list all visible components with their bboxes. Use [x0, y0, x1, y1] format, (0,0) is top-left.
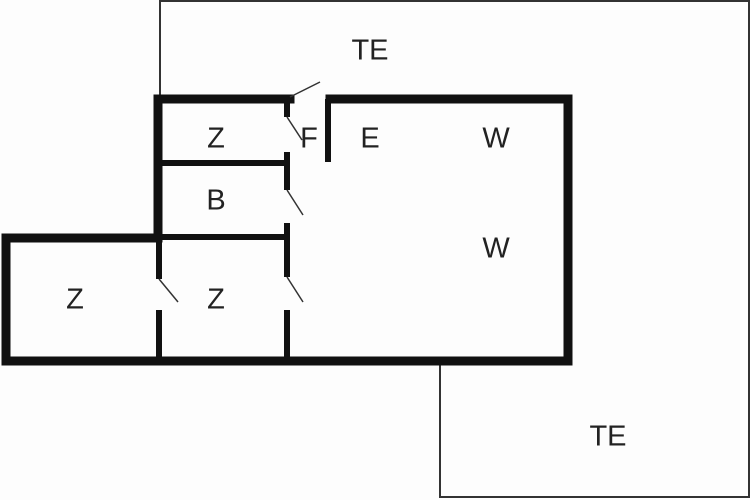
label-room-w-mid: W [482, 233, 510, 265]
door-swings [158, 81, 321, 303]
label-room-e: E [360, 123, 379, 155]
label-room-z-left: Z [66, 284, 84, 316]
label-room-b: B [206, 185, 225, 217]
label-terrace-bottom: TE [589, 421, 626, 453]
label-terrace-top: TE [351, 35, 388, 67]
label-room-z-top: Z [207, 123, 225, 155]
terrace-outline [159, 0, 750, 498]
label-room-z-mid: Z [207, 284, 225, 316]
label-room-w-top: W [482, 123, 510, 155]
interior-walls [156, 97, 331, 361]
label-room-f: F [300, 123, 318, 155]
